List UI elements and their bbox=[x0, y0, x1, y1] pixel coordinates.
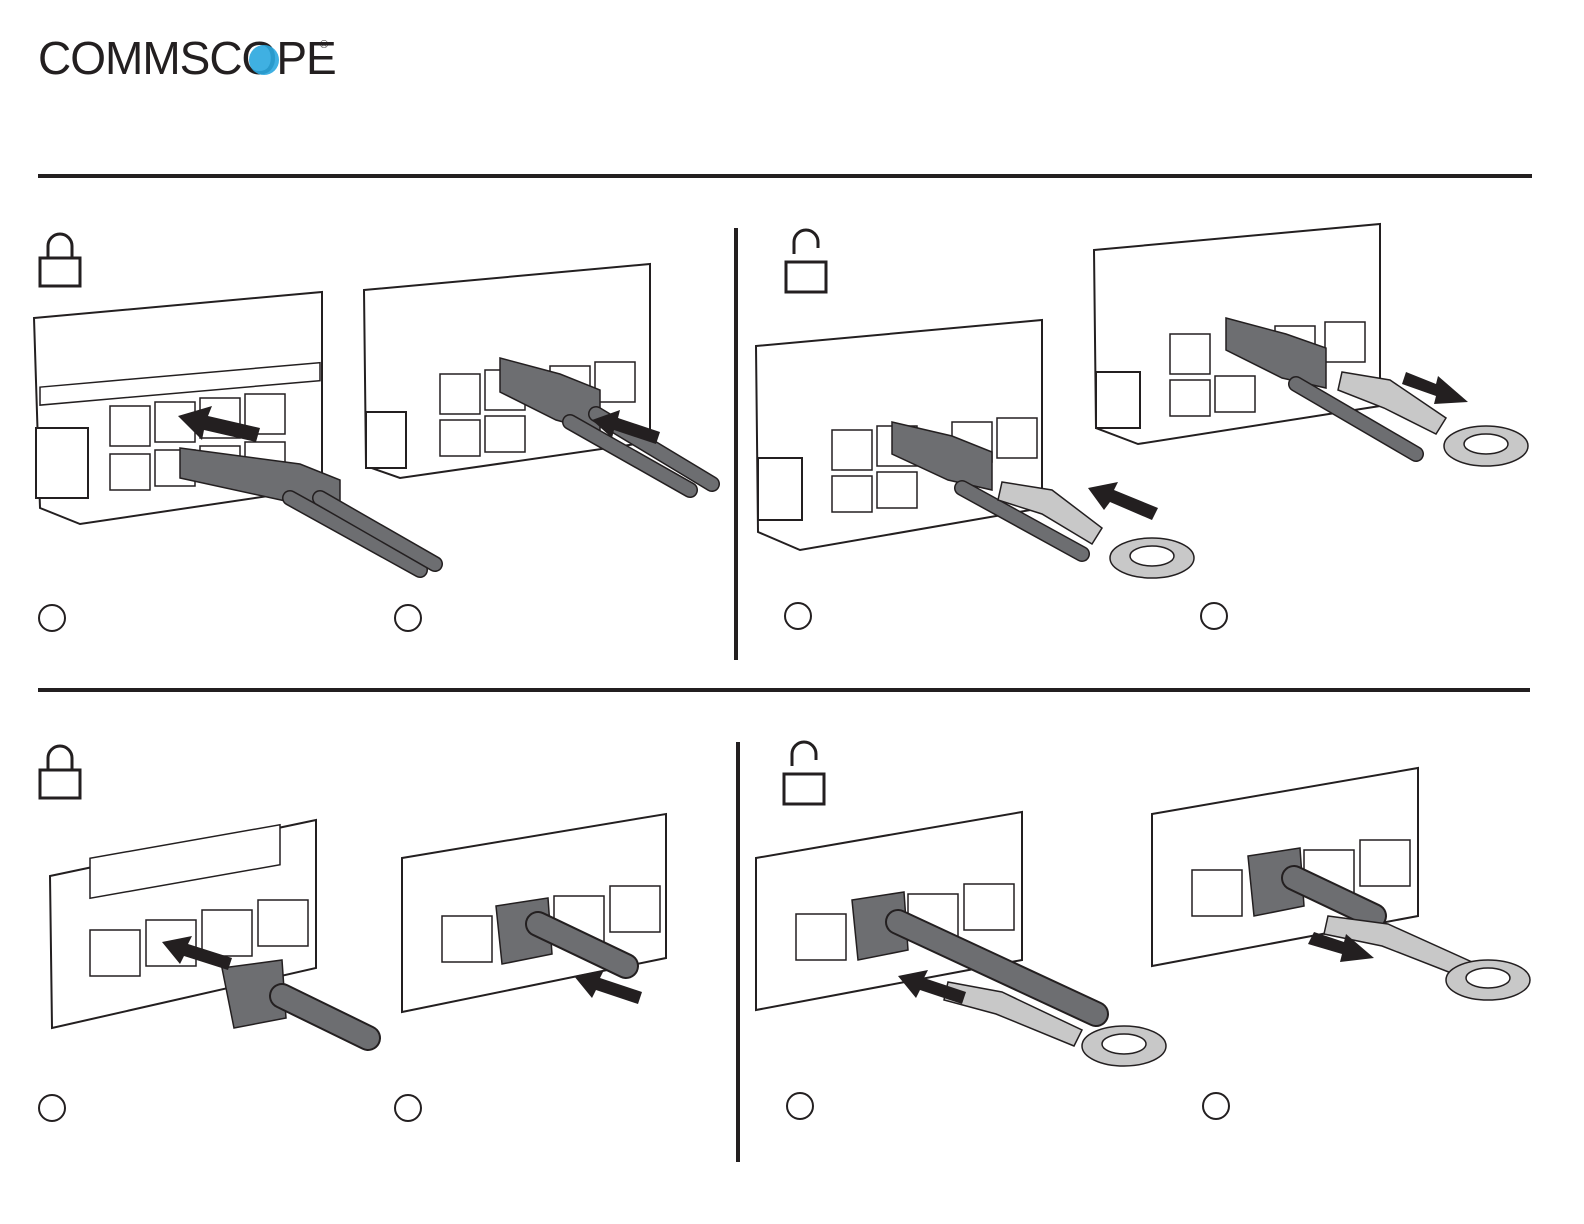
step-marker-copper-locked-1 bbox=[38, 1094, 66, 1122]
padlock-closed-icon bbox=[38, 230, 82, 290]
brand-wordmark: COMMSCOPE bbox=[38, 32, 336, 84]
copper-vertical-divider bbox=[736, 742, 740, 1162]
logo-globe-accent bbox=[249, 45, 279, 75]
step-marker-copper-unlocked-1 bbox=[786, 1092, 814, 1120]
step-marker-fiber-unlocked-1 bbox=[784, 602, 812, 630]
padlock-open-icon bbox=[782, 738, 826, 808]
commscope-logo: COMMSCOPE ® bbox=[38, 32, 338, 86]
copper-locked-step1-illustration bbox=[46, 818, 396, 1058]
fiber-vertical-divider bbox=[734, 228, 738, 660]
fiber-locked-step2-illustration bbox=[360, 262, 730, 502]
push-arrow-icon bbox=[1088, 482, 1158, 520]
top-divider bbox=[38, 174, 1532, 178]
step-marker-copper-unlocked-2 bbox=[1202, 1092, 1230, 1120]
step-marker-fiber-locked-2 bbox=[394, 604, 422, 632]
copper-unlocked-step2-illustration bbox=[1148, 766, 1538, 1006]
step-marker-copper-locked-2 bbox=[394, 1094, 422, 1122]
step-marker-fiber-unlocked-2 bbox=[1200, 602, 1228, 630]
registered-mark: ® bbox=[320, 39, 328, 51]
padlock-open-icon bbox=[784, 226, 828, 296]
copper-locked-step2-illustration bbox=[398, 812, 678, 1022]
copper-unlocked-step1-illustration bbox=[752, 810, 1182, 1070]
step-marker-fiber-locked-1 bbox=[38, 604, 66, 632]
padlock-closed-icon bbox=[38, 742, 82, 802]
fiber-unlocked-step2-illustration bbox=[1090, 222, 1536, 482]
middle-divider bbox=[38, 688, 1530, 692]
